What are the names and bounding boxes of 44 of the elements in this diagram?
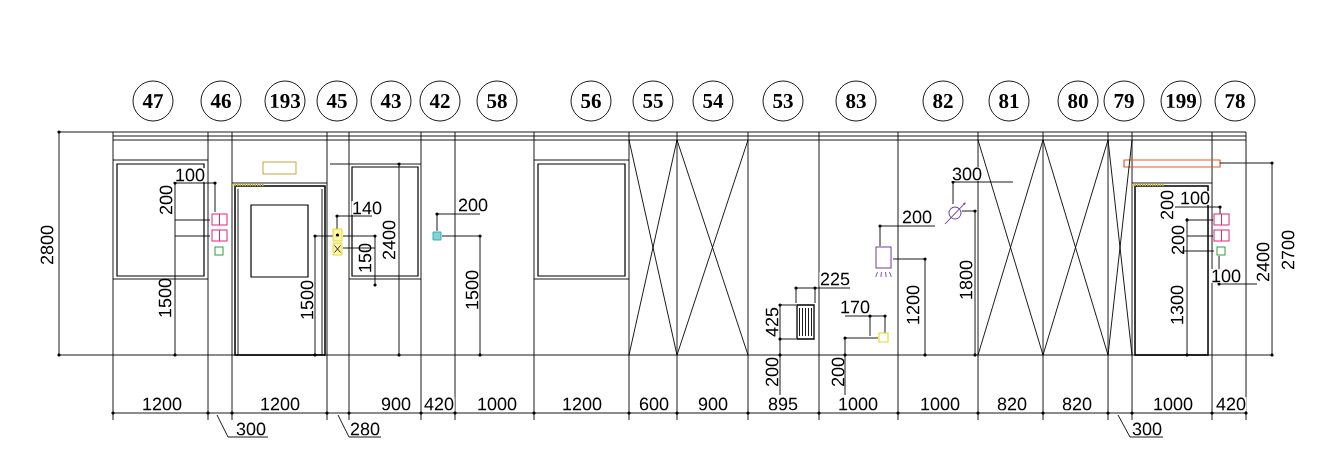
dimension-label: 200 [1171, 225, 1185, 255]
dimension-label: 820 [996, 397, 1028, 411]
dimension-label: 1500 [300, 280, 314, 319]
dimension-label: 1300 [1170, 285, 1184, 324]
dimension-label: 300 [1131, 422, 1163, 436]
dimension-label: 200 [1160, 190, 1174, 220]
dimension-label: 200 [901, 210, 933, 224]
dimension-label: 200 [457, 198, 489, 212]
dimension-label: 300 [235, 422, 267, 436]
dimension-label: 170 [839, 300, 871, 314]
dimension-label: 600 [638, 397, 670, 411]
dimension-label: 420 [1215, 397, 1247, 411]
dimension-label: 420 [423, 397, 455, 411]
dimension-label: 140 [351, 201, 383, 215]
dimension-label: 425 [765, 307, 779, 337]
dimension-label: 150 [358, 243, 372, 272]
dimension-label: 895 [767, 397, 799, 411]
dimension-label: 2800 [40, 225, 54, 265]
dimension-label: 200 [831, 357, 845, 387]
dimension-label: 900 [697, 397, 729, 411]
dimension-label: 200 [765, 357, 779, 387]
dimension-label: 1500 [465, 270, 479, 309]
dimension-label: 1500 [158, 278, 172, 317]
dimension-label: 1800 [959, 260, 973, 299]
dimension-label: 225 [819, 272, 851, 286]
dimension-label: 900 [380, 397, 412, 411]
dimension-label: 200 [159, 185, 173, 215]
dimension-label: 1000 [476, 397, 518, 411]
dimension-label: 2700 [1281, 230, 1295, 270]
dimension-label: 1200 [561, 397, 603, 411]
dimension-label: 2400 [382, 220, 396, 260]
dimension-label: 280 [349, 422, 381, 436]
dimension-label: 300 [951, 167, 983, 181]
dimension-label: 1200 [141, 397, 183, 411]
dimension-label: 100 [1179, 191, 1211, 205]
dimension-label: 1200 [259, 397, 301, 411]
dimension-label: 100 [174, 168, 206, 182]
dimension-label: 1000 [919, 397, 961, 411]
dimension-label: 820 [1061, 397, 1093, 411]
dimension-label: 1000 [837, 397, 879, 411]
dimension-label: 1200 [906, 285, 920, 324]
dimension-label: 2400 [1256, 242, 1270, 282]
dimension-label: 1000 [1152, 397, 1194, 411]
dimension-label: 100 [1210, 269, 1242, 283]
